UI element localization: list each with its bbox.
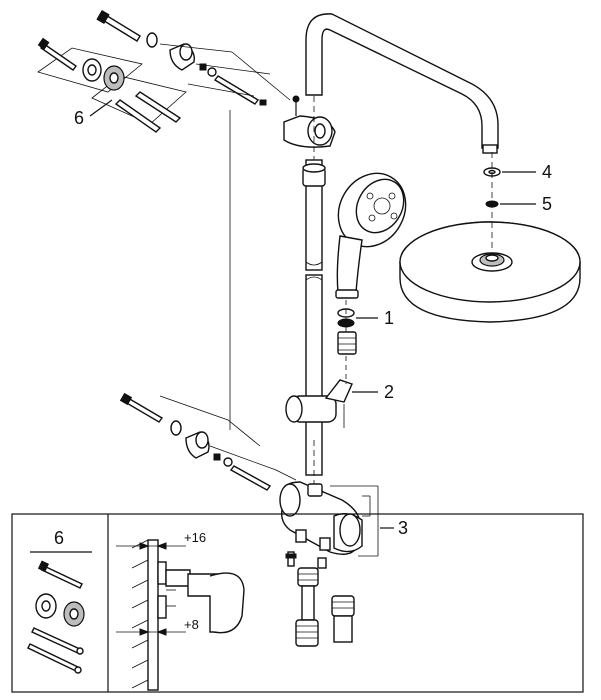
callout-4: 4	[542, 162, 552, 182]
callout-1: 1	[384, 308, 394, 328]
head-shower	[399, 221, 581, 323]
inset-panel: 6	[11, 513, 584, 693]
hand-shower	[335, 172, 407, 299]
upper-wall-bracket	[283, 95, 336, 148]
inset-dimension-bottom	[116, 624, 186, 640]
inset-screw	[37, 560, 83, 589]
eccentric-connector-right	[317, 557, 355, 643]
callout-5: 5	[542, 194, 552, 214]
inset-dimension-top	[116, 540, 186, 554]
callout-6: 6	[74, 108, 84, 128]
inset-heading: 6	[54, 528, 64, 548]
assembly-guide-lines	[229, 96, 493, 557]
callout-2: 2	[384, 382, 394, 402]
inset-wall-section	[131, 539, 167, 691]
lower-fixings	[119, 392, 297, 491]
inset-dowels	[27, 627, 84, 674]
dim-label-bottom: +8	[184, 617, 199, 632]
inset-washers	[35, 593, 85, 627]
dim-label-top: +16	[184, 530, 206, 545]
callout-leaders	[89, 99, 536, 529]
eccentric-connector-left	[285, 551, 319, 647]
upper-fixings	[96, 9, 291, 106]
fixing-set-6	[37, 37, 187, 133]
thermostat-mixer	[279, 481, 363, 555]
inset-mixer-connection	[165, 569, 245, 634]
hose-connector-top	[337, 331, 357, 355]
callout-3: 3	[398, 518, 408, 538]
riser-rail	[302, 159, 326, 476]
hand-shower-holder	[285, 379, 353, 428]
shower-arm	[305, 13, 499, 154]
